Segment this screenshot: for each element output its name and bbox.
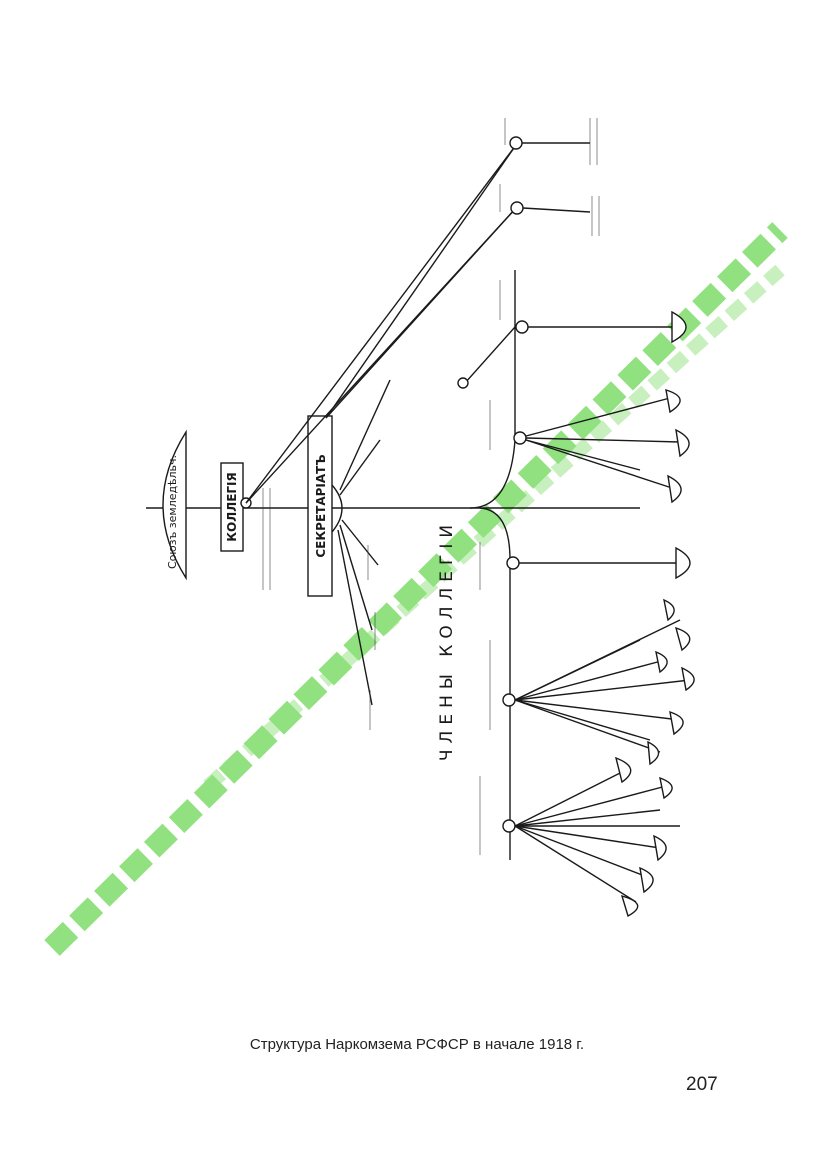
figure-caption: Структура Наркомзема РСФСР в начале 1918…	[249, 1036, 585, 1053]
node-top-1	[509, 136, 523, 150]
branch-node-4	[502, 693, 516, 707]
secretariat-box	[307, 415, 333, 597]
union-label: Союзъ земледѣльч.	[166, 455, 179, 569]
branch-node-3	[506, 556, 520, 570]
union-dome	[162, 429, 187, 581]
page-number: 207	[686, 1074, 718, 1095]
branch-node-2	[513, 431, 527, 445]
members-label: ЧЛЕНЫ КОЛЛЕГІИ	[437, 519, 457, 761]
branch-node-1	[515, 320, 529, 334]
secretariat-label: СЕКРЕТАРІАТЪ	[314, 454, 328, 557]
watermark	[44, 222, 788, 956]
collegium-label: КОЛЛЕГІЯ	[225, 472, 239, 542]
node-top-2	[510, 201, 524, 215]
branch-node-5	[502, 819, 516, 833]
